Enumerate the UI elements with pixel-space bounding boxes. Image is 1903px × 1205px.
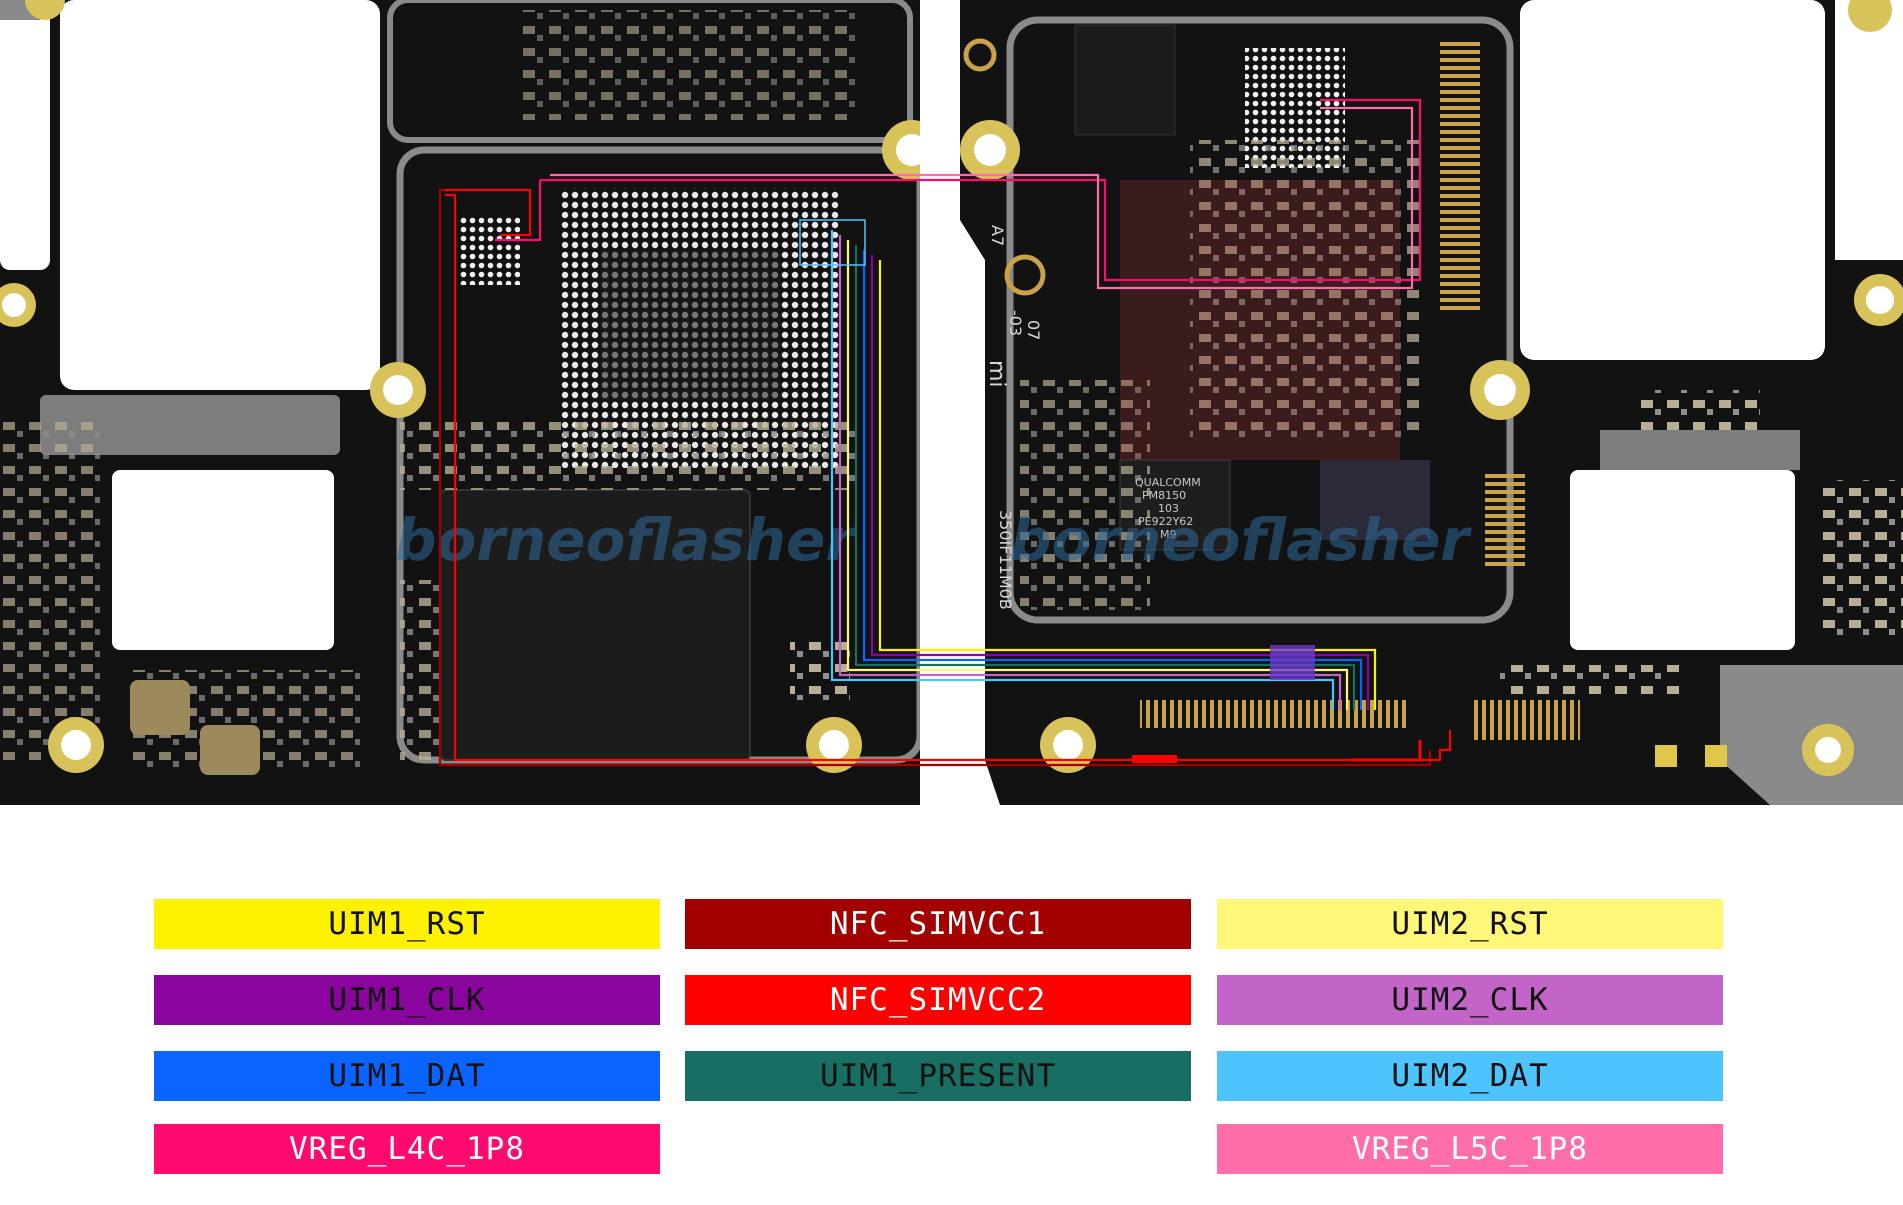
pcb-board-photo: QUALCOMM PM8150 103 PE922Y62 M9 350IF11M…	[0, 0, 1903, 805]
legend-uim2-clk: UIM2_CLK	[1217, 975, 1723, 1025]
trace-uim1-clk	[870, 255, 1370, 710]
chip-line: PE922Y62	[1138, 515, 1193, 528]
board-cutout	[60, 0, 380, 390]
legend-label: UIM2_CLK	[1391, 982, 1549, 1018]
trace-uim1-present	[854, 245, 1356, 710]
watermark: borneoflasher	[395, 506, 857, 574]
legend-label: VREG_L5C_1P8	[1352, 1131, 1588, 1167]
trace-uim2-dat	[830, 230, 1335, 710]
trace-uim1-rst	[878, 260, 1377, 710]
board-connector	[1440, 40, 1480, 310]
legend-uim1-present: UIM1_PRESENT	[685, 1051, 1191, 1101]
right-board	[960, 0, 1903, 805]
chip-line: 103	[1158, 502, 1179, 515]
legend-label: UIM2_DAT	[1391, 1058, 1549, 1094]
board-rev: A7	[988, 225, 1007, 246]
legend-label: NFC_SIMVCC1	[829, 906, 1047, 942]
chip-line: QUALCOMM	[1135, 476, 1201, 489]
legend-uim1-dat: UIM1_DAT	[154, 1051, 660, 1101]
legend-label: UIM1_DAT	[328, 1058, 486, 1094]
legend-label: UIM2_RST	[1391, 906, 1549, 942]
legend-uim2-rst: UIM2_RST	[1217, 899, 1723, 949]
board-connector	[1140, 700, 1410, 728]
legend-label: UIM1_PRESENT	[820, 1058, 1056, 1094]
board-rev: 07	[1024, 320, 1043, 340]
board-cutout	[1520, 0, 1825, 360]
chip-line: M9	[1160, 528, 1177, 541]
legend-vreg-l5c-1p8: VREG_L5C_1P8	[1217, 1124, 1723, 1174]
trace-uim1-dat	[862, 250, 1363, 710]
legend-label: VREG_L4C_1P8	[289, 1131, 525, 1167]
legend-vreg-l4c-1p8: VREG_L4C_1P8	[154, 1124, 660, 1174]
trace-uim2-clk	[838, 235, 1342, 710]
board-rev: -03	[1006, 310, 1025, 336]
legend-uim2-dat: UIM2_DAT	[1217, 1051, 1723, 1101]
board-code: 350IF11M0B	[996, 510, 1015, 610]
trace-nfc-simvcc2	[445, 193, 1452, 762]
legend-nfc-simvcc2: NFC_SIMVCC2	[685, 975, 1191, 1025]
legend-uim1-clk: UIM1_CLK	[154, 975, 660, 1025]
watermark: borneoflasher	[1010, 506, 1472, 574]
trace-uim2-rst	[846, 240, 1349, 710]
legend-label: UIM1_RST	[328, 906, 486, 942]
legend-label: NFC_SIMVCC2	[829, 982, 1047, 1018]
legend-label: UIM1_CLK	[328, 982, 486, 1018]
legend-nfc-simvcc1: NFC_SIMVCC1	[685, 899, 1191, 949]
chip-line: PM8150	[1142, 489, 1186, 502]
signal-traces	[438, 98, 1452, 767]
legend-uim1-rst: UIM1_RST	[154, 899, 660, 949]
chip-marking: QUALCOMM PM8150 103 PE922Y62 M9	[1135, 476, 1201, 541]
trace-vreg-l5c	[550, 106, 1414, 290]
mi-logo: mi	[984, 360, 1009, 388]
left-board	[0, 0, 942, 805]
trace-vreg-l4c	[540, 98, 1422, 282]
